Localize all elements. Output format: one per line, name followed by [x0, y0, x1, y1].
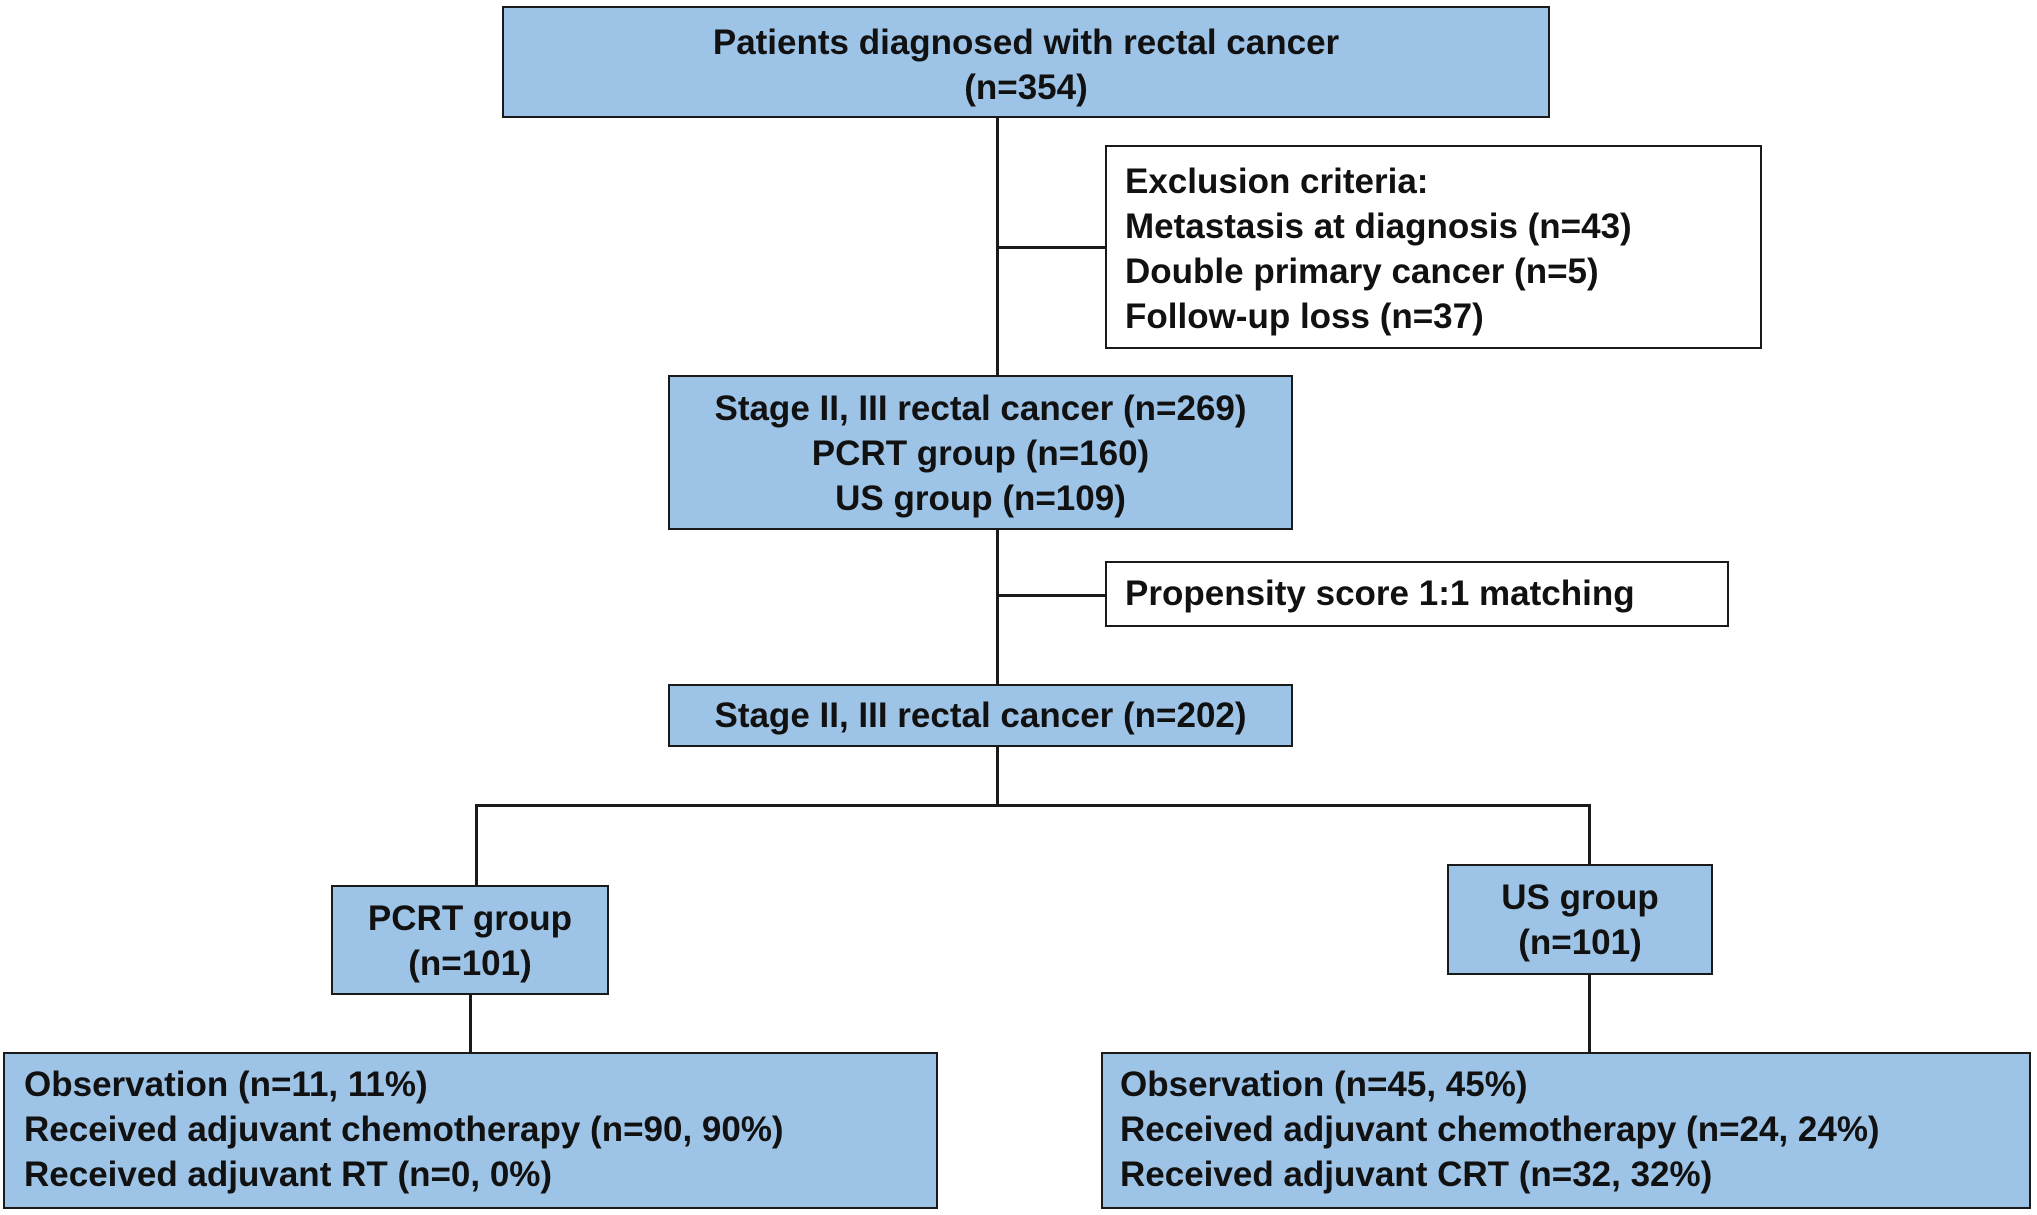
exclusion-line-3: Double primary cancer (n=5) [1125, 252, 1599, 291]
connector-branch-left [475, 804, 478, 886]
exclusion-line-1: Exclusion criteria: [1125, 162, 1429, 201]
eligible-line-2: PCRT group (n=160) [811, 434, 1150, 473]
us-outcome-chemotherapy: Received adjuvant chemotherapy (n=24, 24… [1120, 1110, 1880, 1149]
matching-line-1: Propensity score 1:1 matching [1125, 574, 1635, 613]
us-outcomes-box: Observation (n=45, 45%) Received adjuvan… [1101, 1052, 2031, 1209]
pcrt-outcomes-box: Observation (n=11, 11%) Received adjuvan… [3, 1052, 938, 1209]
matching-box: Propensity score 1:1 matching [1105, 561, 1729, 627]
us-outcome-crt: Received adjuvant CRT (n=32, 32%) [1120, 1155, 1713, 1194]
connector-us-to-outcomes [1588, 974, 1591, 1053]
matched-box: Stage II, III rectal cancer (n=202) [668, 684, 1293, 747]
pcrt-outcome-rt: Received adjuvant RT (n=0, 0%) [24, 1155, 553, 1194]
us-group-box: US group (n=101) [1447, 864, 1713, 975]
connector-branch-right [1588, 804, 1591, 864]
pcrt-group-box: PCRT group (n=101) [331, 885, 609, 995]
connector-to-exclusion [996, 246, 1106, 249]
eligible-line-1: Stage II, III rectal cancer (n=269) [714, 389, 1247, 428]
start-line-2: (n=354) [964, 68, 1088, 107]
pcrt-group-line-2: (n=101) [408, 944, 532, 983]
exclusion-line-2: Metastasis at diagnosis (n=43) [1125, 207, 1632, 246]
pcrt-outcome-chemotherapy: Received adjuvant chemotherapy (n=90, 90… [24, 1110, 784, 1149]
connector-pcrt-to-outcomes [469, 994, 472, 1053]
start-box: Patients diagnosed with rectal cancer (n… [502, 6, 1550, 118]
matched-line-1: Stage II, III rectal cancer (n=202) [714, 696, 1247, 735]
eligible-box: Stage II, III rectal cancer (n=269) PCRT… [668, 375, 1293, 530]
exclusion-box: Exclusion criteria: Metastasis at diagno… [1105, 145, 1762, 349]
connector-to-matching [996, 594, 1106, 597]
exclusion-line-4: Follow-up loss (n=37) [1125, 297, 1484, 336]
eligible-line-3: US group (n=109) [835, 479, 1126, 518]
connector-branch-horizontal [475, 804, 1591, 807]
connector-matched-down [996, 746, 999, 805]
pcrt-group-line-1: PCRT group [367, 899, 573, 938]
us-outcome-observation: Observation (n=45, 45%) [1120, 1065, 1528, 1104]
pcrt-outcome-observation: Observation (n=11, 11%) [24, 1065, 428, 1104]
connector-eligible-to-matched [996, 529, 999, 685]
start-line-1: Patients diagnosed with rectal cancer [712, 23, 1340, 62]
us-group-line-1: US group [1501, 878, 1659, 917]
us-group-line-2: (n=101) [1518, 923, 1642, 962]
